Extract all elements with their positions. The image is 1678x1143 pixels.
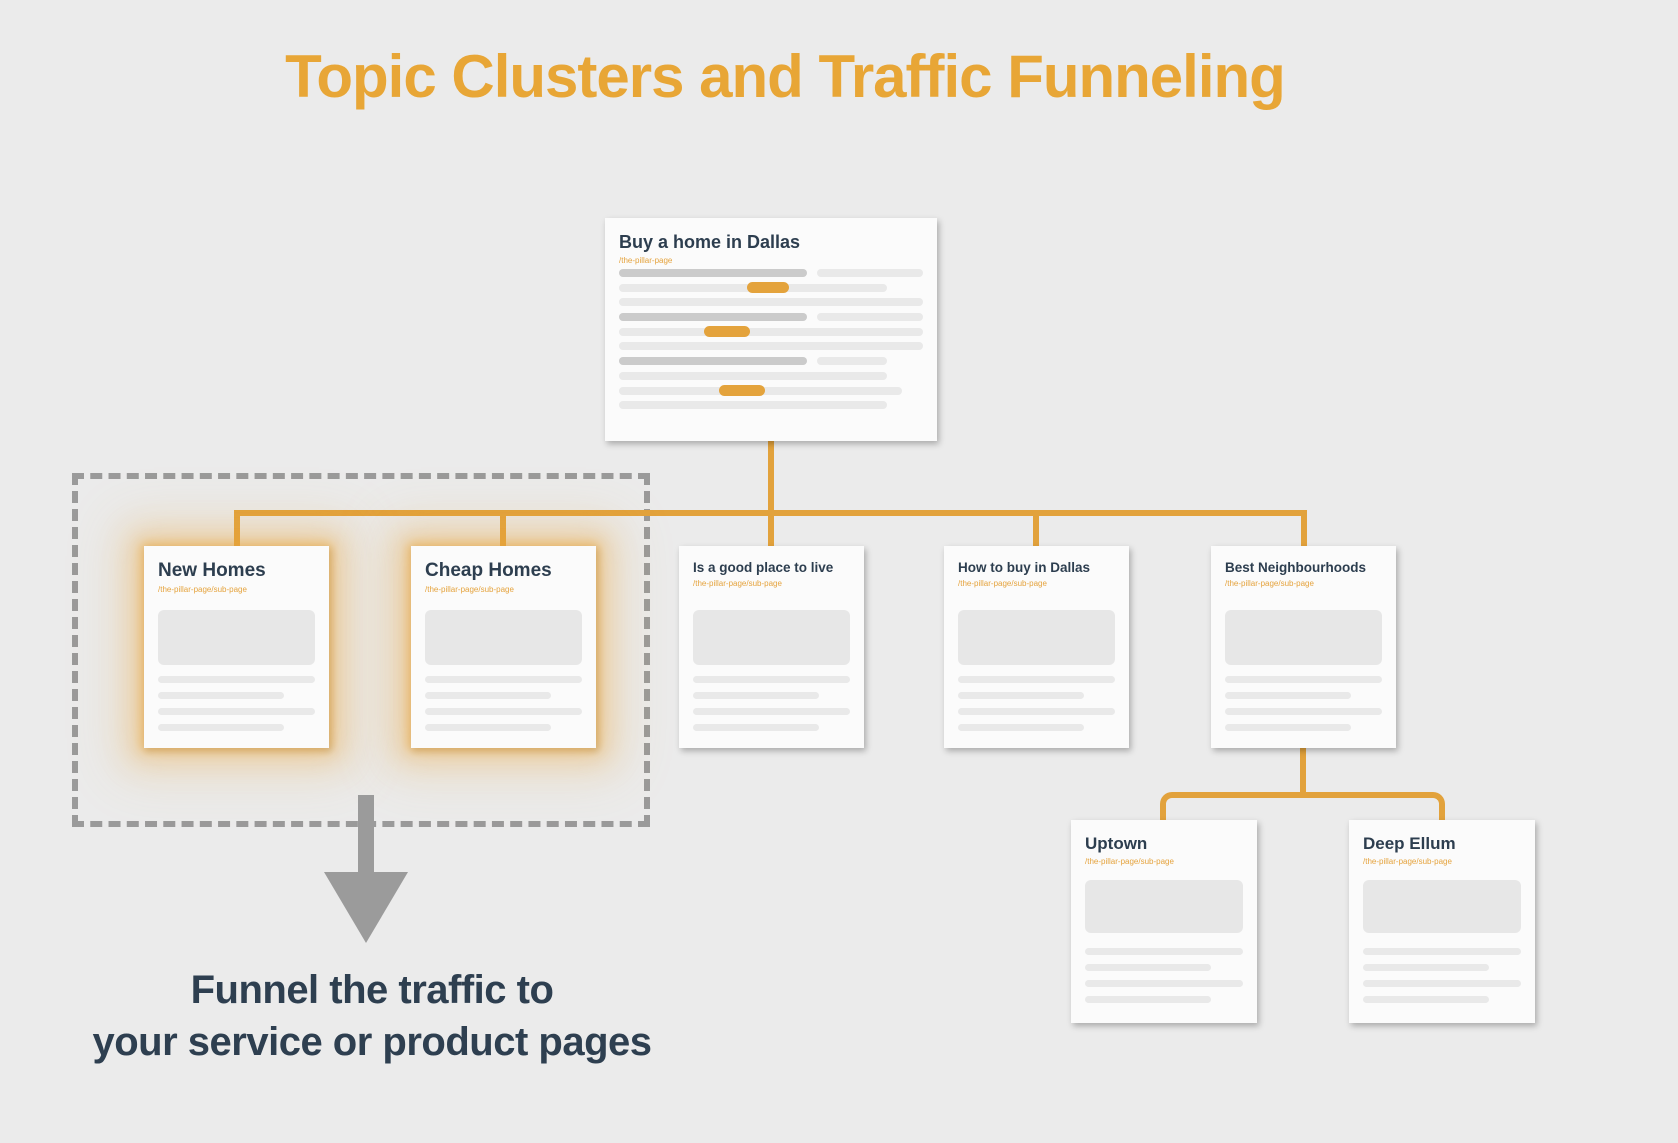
image-placeholder bbox=[958, 610, 1115, 665]
skeleton-line bbox=[425, 724, 551, 731]
skeleton-line bbox=[425, 708, 582, 715]
down-arrow-head-icon bbox=[324, 872, 408, 943]
skeleton-line bbox=[958, 708, 1115, 715]
skeleton-line bbox=[1085, 980, 1243, 987]
card-title: Uptown bbox=[1085, 834, 1148, 853]
skeleton-line bbox=[958, 676, 1115, 683]
skeleton-line bbox=[158, 676, 315, 683]
subpage-card-cheap-homes: Cheap Homes /the-pillar-page/sub-page bbox=[411, 546, 596, 748]
image-placeholder bbox=[1085, 880, 1243, 933]
connector-drop-best-neighbourhoods bbox=[1301, 510, 1307, 550]
skeleton-line bbox=[693, 676, 850, 683]
skeleton-line bbox=[958, 724, 1084, 731]
card-title: New Homes bbox=[158, 560, 266, 581]
image-placeholder bbox=[1225, 610, 1382, 665]
card-url: /the-pillar-page/sub-page bbox=[958, 578, 1047, 588]
text-skeleton bbox=[425, 676, 582, 740]
connector-neighbourhood-bracket bbox=[1160, 792, 1445, 822]
text-skeleton bbox=[1225, 676, 1382, 740]
neighbourhood-card-uptown: Uptown /the-pillar-page/sub-page bbox=[1071, 820, 1257, 1023]
skeleton-line bbox=[425, 692, 551, 699]
text-skeleton bbox=[958, 676, 1115, 740]
skeleton-line bbox=[1363, 964, 1490, 971]
skeleton-line bbox=[1225, 692, 1351, 699]
card-title: Cheap Homes bbox=[425, 560, 552, 581]
card-title: Is a good place to live bbox=[693, 560, 834, 575]
page-title: Topic Clusters and Traffic Funneling bbox=[285, 43, 1286, 110]
skeleton-line bbox=[1085, 948, 1243, 955]
pillar-url: /the-pillar-page bbox=[619, 255, 673, 265]
text-skeleton bbox=[158, 676, 315, 740]
funnel-caption-line2: your service or product pages bbox=[92, 1020, 652, 1064]
skeleton-line bbox=[1363, 980, 1521, 987]
skeleton-line bbox=[1225, 724, 1351, 731]
skeleton-line bbox=[1363, 948, 1521, 955]
skeleton-line bbox=[425, 676, 582, 683]
skeleton-line bbox=[1085, 996, 1212, 1003]
keyword-highlight-pill bbox=[704, 325, 750, 337]
skeleton-line bbox=[693, 724, 819, 731]
funnel-caption-line1: Funnel the traffic to bbox=[190, 968, 554, 1012]
card-url: /the-pillar-page/sub-page bbox=[158, 584, 247, 594]
connector-drop-cheap-homes bbox=[500, 510, 506, 550]
down-arrow-icon bbox=[358, 795, 374, 873]
skeleton-row bbox=[619, 281, 923, 296]
skeleton-line bbox=[958, 692, 1084, 699]
skeleton-line bbox=[158, 692, 284, 699]
skeleton-line bbox=[1225, 676, 1382, 683]
skeleton-row bbox=[619, 295, 923, 310]
pillar-text-skeleton bbox=[619, 266, 923, 413]
connector-drop-good-place bbox=[768, 510, 774, 550]
connector-drop-new-homes bbox=[234, 510, 240, 550]
image-placeholder bbox=[425, 610, 582, 665]
subpage-card-new-homes: New Homes /the-pillar-page/sub-page bbox=[144, 546, 329, 748]
skeleton-line bbox=[693, 692, 819, 699]
card-url: /the-pillar-page/sub-page bbox=[1085, 856, 1174, 866]
skeleton-row bbox=[619, 354, 923, 369]
skeleton-row bbox=[619, 384, 923, 399]
skeleton-line bbox=[158, 708, 315, 715]
keyword-highlight-pill bbox=[746, 281, 790, 293]
card-url: /the-pillar-page/sub-page bbox=[693, 578, 782, 588]
skeleton-row bbox=[619, 325, 923, 340]
text-skeleton bbox=[1363, 948, 1521, 1012]
card-title: How to buy in Dallas bbox=[958, 560, 1091, 575]
card-title: Deep Ellum bbox=[1363, 834, 1456, 853]
skeleton-row bbox=[619, 310, 923, 325]
image-placeholder bbox=[158, 610, 315, 665]
neighbourhood-card-deep-ellum: Deep Ellum /the-pillar-page/sub-page bbox=[1349, 820, 1535, 1023]
funnel-caption: Funnel the traffic to your service or pr… bbox=[62, 964, 682, 1068]
subpage-card-good-place: Is a good place to live /the-pillar-page… bbox=[679, 546, 864, 748]
keyword-highlight-pill bbox=[719, 384, 765, 396]
subpage-card-best-neighbourhoods: Best Neighbourhoods /the-pillar-page/sub… bbox=[1211, 546, 1396, 748]
skeleton-row bbox=[619, 398, 923, 413]
pillar-page-card: Buy a home in Dallas /the-pillar-page bbox=[605, 218, 937, 441]
skeleton-row bbox=[619, 369, 923, 384]
card-url: /the-pillar-page/sub-page bbox=[1363, 856, 1452, 866]
skeleton-line bbox=[158, 724, 284, 731]
skeleton-line bbox=[1363, 996, 1490, 1003]
skeleton-line bbox=[693, 708, 850, 715]
skeleton-row bbox=[619, 266, 923, 281]
card-title: Best Neighbourhoods bbox=[1225, 560, 1366, 575]
image-placeholder bbox=[693, 610, 850, 665]
skeleton-line bbox=[1085, 964, 1212, 971]
text-skeleton bbox=[693, 676, 850, 740]
card-url: /the-pillar-page/sub-page bbox=[1225, 578, 1314, 588]
text-skeleton bbox=[1085, 948, 1243, 1012]
image-placeholder bbox=[1363, 880, 1521, 933]
connector-best-neighbourhoods-stem bbox=[1300, 748, 1306, 798]
skeleton-row bbox=[619, 339, 923, 354]
connector-pillar-stem bbox=[768, 441, 774, 514]
subpage-card-how-to-buy: How to buy in Dallas /the-pillar-page/su… bbox=[944, 546, 1129, 748]
connector-drop-how-to-buy bbox=[1033, 510, 1039, 550]
pillar-title: Buy a home in Dallas bbox=[619, 232, 801, 252]
skeleton-line bbox=[1225, 708, 1382, 715]
card-url: /the-pillar-page/sub-page bbox=[425, 584, 514, 594]
